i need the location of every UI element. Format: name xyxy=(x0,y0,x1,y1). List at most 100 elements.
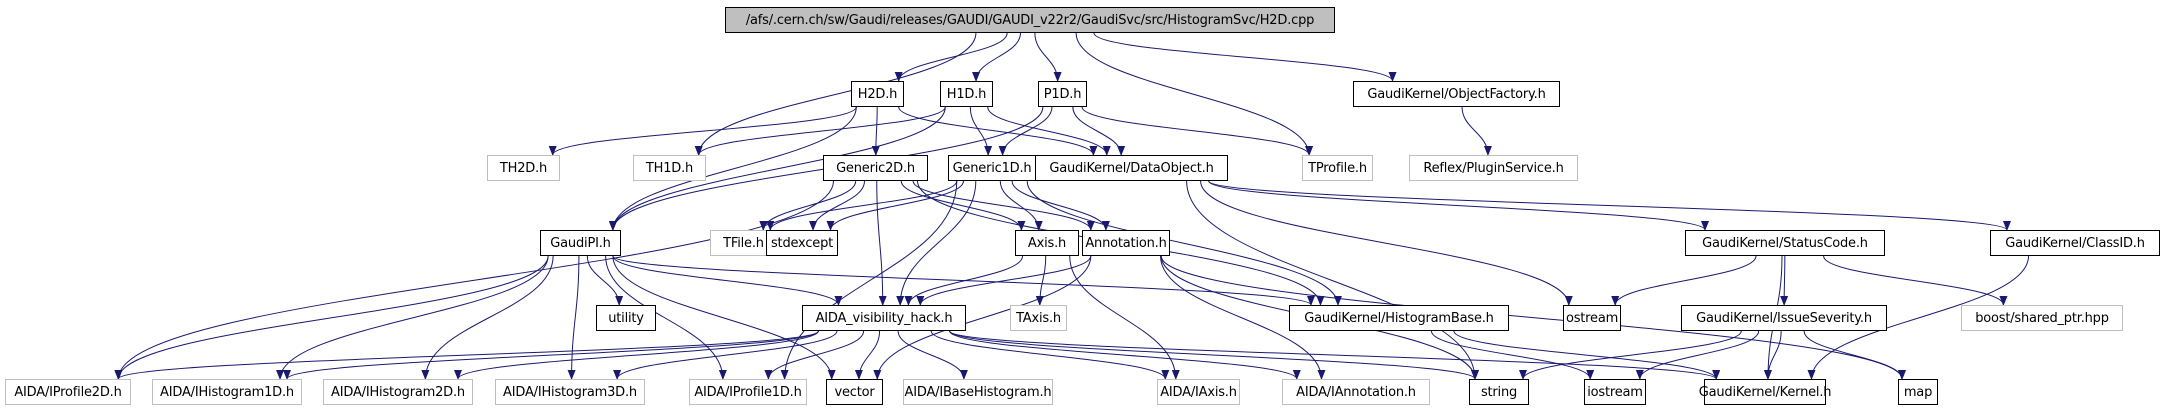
node-map[interactable]: map xyxy=(1898,379,1938,405)
edge-Axis-to-AIDAhack xyxy=(904,255,1024,306)
edge-HistogramBase-to-iostream xyxy=(1430,330,1595,380)
node-th2d-h: TH2D.h xyxy=(487,155,560,181)
edge-GaudiPI-to-HistogramBase xyxy=(612,255,1315,306)
node-ostream[interactable]: ostream xyxy=(1563,305,1621,331)
node-h1d-h[interactable]: H1D.h xyxy=(940,81,993,107)
edge-H2D-to-DataObject xyxy=(898,106,1098,156)
edge-DataObject-to-string xyxy=(1186,180,1479,380)
edge-Generic1D-to-IProfile1D xyxy=(780,180,958,380)
node-aida-visibility-hack-h[interactable]: AIDA_visibility_hack.h xyxy=(802,305,966,331)
edge-DataObject-to-StatusCode xyxy=(1208,180,1709,231)
node-boost-shared-ptr-hpp: boost/shared_ptr.hpp xyxy=(1961,305,2123,331)
edge-H2D-to-TH2D xyxy=(548,106,857,156)
node-histogram-base-h[interactable]: GaudiKernel/HistogramBase.h xyxy=(1289,305,1509,331)
edge-root-to-H2D xyxy=(894,32,1008,82)
edge-H1D-to-Generic1D xyxy=(969,106,993,156)
edge-GaudiPI-to-IHistogram3D xyxy=(567,255,580,380)
node-class-id-h[interactable]: GaudiKernel/ClassID.h xyxy=(1990,230,2160,256)
edge-P1D-to-Generic1D xyxy=(998,106,1053,156)
node-h2d-h[interactable]: H2D.h xyxy=(851,81,904,107)
edge-root-to-P1D xyxy=(1034,32,1062,82)
node-axis-h[interactable]: Axis.h xyxy=(1015,230,1079,256)
edge-ObjectFactory-to-PluginService xyxy=(1461,106,1492,156)
edge-Generic2D-to-Annotation xyxy=(912,180,1095,231)
node-data-object-h[interactable]: GaudiKernel/DataObject.h xyxy=(1035,155,1228,181)
node-generic1d-h[interactable]: Generic1D.h xyxy=(948,155,1036,181)
edge-AIDAhack-to-IProfile1D xyxy=(764,330,865,380)
edge-IssueSeverity-to-string xyxy=(1519,330,1742,380)
node-aida-iprofile2d-h: AIDA/IProfile2D.h xyxy=(5,379,131,405)
edge-StatusCode-to-IssueSeverity xyxy=(1780,255,1789,306)
node-aida-ihistogram3d-h: AIDA/IHistogram3D.h xyxy=(495,379,645,405)
edge-H1D-to-TH1D xyxy=(694,106,946,156)
edge-GaudiPI-to-IProfile1D xyxy=(605,255,727,380)
edge-P1D-to-TProfile xyxy=(1081,106,1314,156)
edge-AIDAhack-to-Kernel xyxy=(949,330,1720,380)
edge-Axis-to-TAxis xyxy=(1035,255,1047,306)
edge-IssueSeverity-to-Kernel xyxy=(1763,330,1782,380)
edge-GaudiPI-to-IProfile2D xyxy=(114,255,549,380)
edge-ClassID-to-Kernel xyxy=(1807,255,2029,380)
edge-Generic1D-to-HistogramBase xyxy=(1026,180,1342,306)
node-aida-ibase-histogram-h: AIDA/IBaseHistogram.h xyxy=(903,379,1053,405)
edge-AIDAhack-to-IHistogram2D xyxy=(454,330,819,380)
edge-root-to-H1D xyxy=(972,32,1021,82)
edge-Generic2D-to-IProfile2D xyxy=(114,180,834,380)
edge-StatusCode-to-shared_ptr xyxy=(1823,255,2008,306)
node-object-factory-h[interactable]: GaudiKernel/ObjectFactory.h xyxy=(1353,81,1560,107)
edge-H2D-to-GaudiPI xyxy=(608,106,857,231)
node-gaudipi-h[interactable]: GaudiPI.h xyxy=(540,230,621,256)
edge-Generic1D-to-Annotation xyxy=(1011,180,1110,231)
edge-DataObject-to-ClassID xyxy=(1208,180,2011,231)
node-kernel-h[interactable]: GaudiKernel/Kernel.h xyxy=(1699,379,1831,405)
node-vector[interactable]: vector xyxy=(826,379,883,405)
edge-Generic1D-to-AIDAhack xyxy=(896,180,977,306)
edge-Annotation-to-map xyxy=(1160,255,1906,380)
node-tprofile-h: TProfile.h xyxy=(1302,155,1373,181)
node-aida-iannotation-h: AIDA/IAnnotation.h xyxy=(1282,379,1430,405)
edge-Generic2D-to-AIDAhack xyxy=(876,180,887,306)
edge-Axis-to-IAxis xyxy=(1069,255,1180,380)
node-taxis-h: TAxis.h xyxy=(1010,305,1067,331)
edge-Annotation-to-IAnnotation xyxy=(1160,255,1326,380)
edge-DataObject-to-ostream xyxy=(1200,180,1573,306)
node-p1d-h[interactable]: P1D.h xyxy=(1038,81,1087,107)
node-aida-ihistogram2d-h: AIDA/IHistogram2D.h xyxy=(323,379,473,405)
edge-root-to-ObjectFactory xyxy=(1093,32,1397,82)
node-annotation-h[interactable]: Annotation.h xyxy=(1082,230,1170,256)
edge-Generic2D-to-stdexcept xyxy=(809,180,865,231)
edge-IssueSeverity-to-iostream xyxy=(1635,330,1760,380)
node-stdexcept[interactable]: stdexcept xyxy=(766,230,838,256)
node-aida-iaxis-h: AIDA/IAxis.h xyxy=(1157,379,1240,405)
node-generic2d-h[interactable]: Generic2D.h xyxy=(823,155,928,181)
node-tfile-h: TFile.h xyxy=(710,230,777,256)
edge-Annotation-to-vector xyxy=(873,255,1092,380)
edge-root-to-TProfile xyxy=(1075,32,1314,156)
edge-AIDAhack-to-IAnnotation xyxy=(949,330,1301,380)
edge-Generic1D-to-TFile xyxy=(766,180,958,231)
node-string[interactable]: string xyxy=(1469,379,1529,405)
node-aida-iprofile1d-h: AIDA/IProfile1D.h xyxy=(689,379,807,405)
edge-AIDAhack-to-IAxis xyxy=(930,330,1170,380)
edge-GaudiPI-to-utility xyxy=(586,255,624,306)
node-root-h2d-cpp[interactable]: /afs/.cern.ch/sw/Gaudi/releases/GAUDI/GA… xyxy=(725,7,1335,33)
edge-HistogramBase-to-Kernel xyxy=(1453,330,1721,380)
node-aida-ihistogram1d-h: AIDA/IHistogram1D.h xyxy=(152,379,302,405)
edge-AIDAhack-to-IHistogram3D xyxy=(613,330,838,380)
node-issue-severity-h[interactable]: GaudiKernel/IssueSeverity.h xyxy=(1681,305,1887,331)
edge-H2D-to-Generic2D xyxy=(871,106,880,156)
edge-Generic1D-to-stdexcept xyxy=(826,180,964,231)
edge-GaudiPI-to-IHistogram1D xyxy=(276,255,549,380)
edge-Generic1D-to-Axis xyxy=(999,180,1043,231)
edge-H1D-to-GaudiPI xyxy=(608,106,946,231)
edge-AIDAhack-to-vector xyxy=(854,330,881,380)
edge-P1D-to-DataObject xyxy=(1072,106,1126,156)
edge-IssueSeverity-to-map xyxy=(1803,330,1906,380)
node-status-code-h[interactable]: GaudiKernel/StatusCode.h xyxy=(1685,230,1885,256)
node-utility[interactable]: utility xyxy=(596,305,656,331)
node-iostream[interactable]: iostream xyxy=(1584,379,1646,405)
edge-Generic2D-to-Axis xyxy=(900,180,1026,231)
edge-Annotation-to-AIDAhack xyxy=(916,255,1092,306)
edge-GaudiPI-to-IHistogram2D xyxy=(421,255,554,380)
